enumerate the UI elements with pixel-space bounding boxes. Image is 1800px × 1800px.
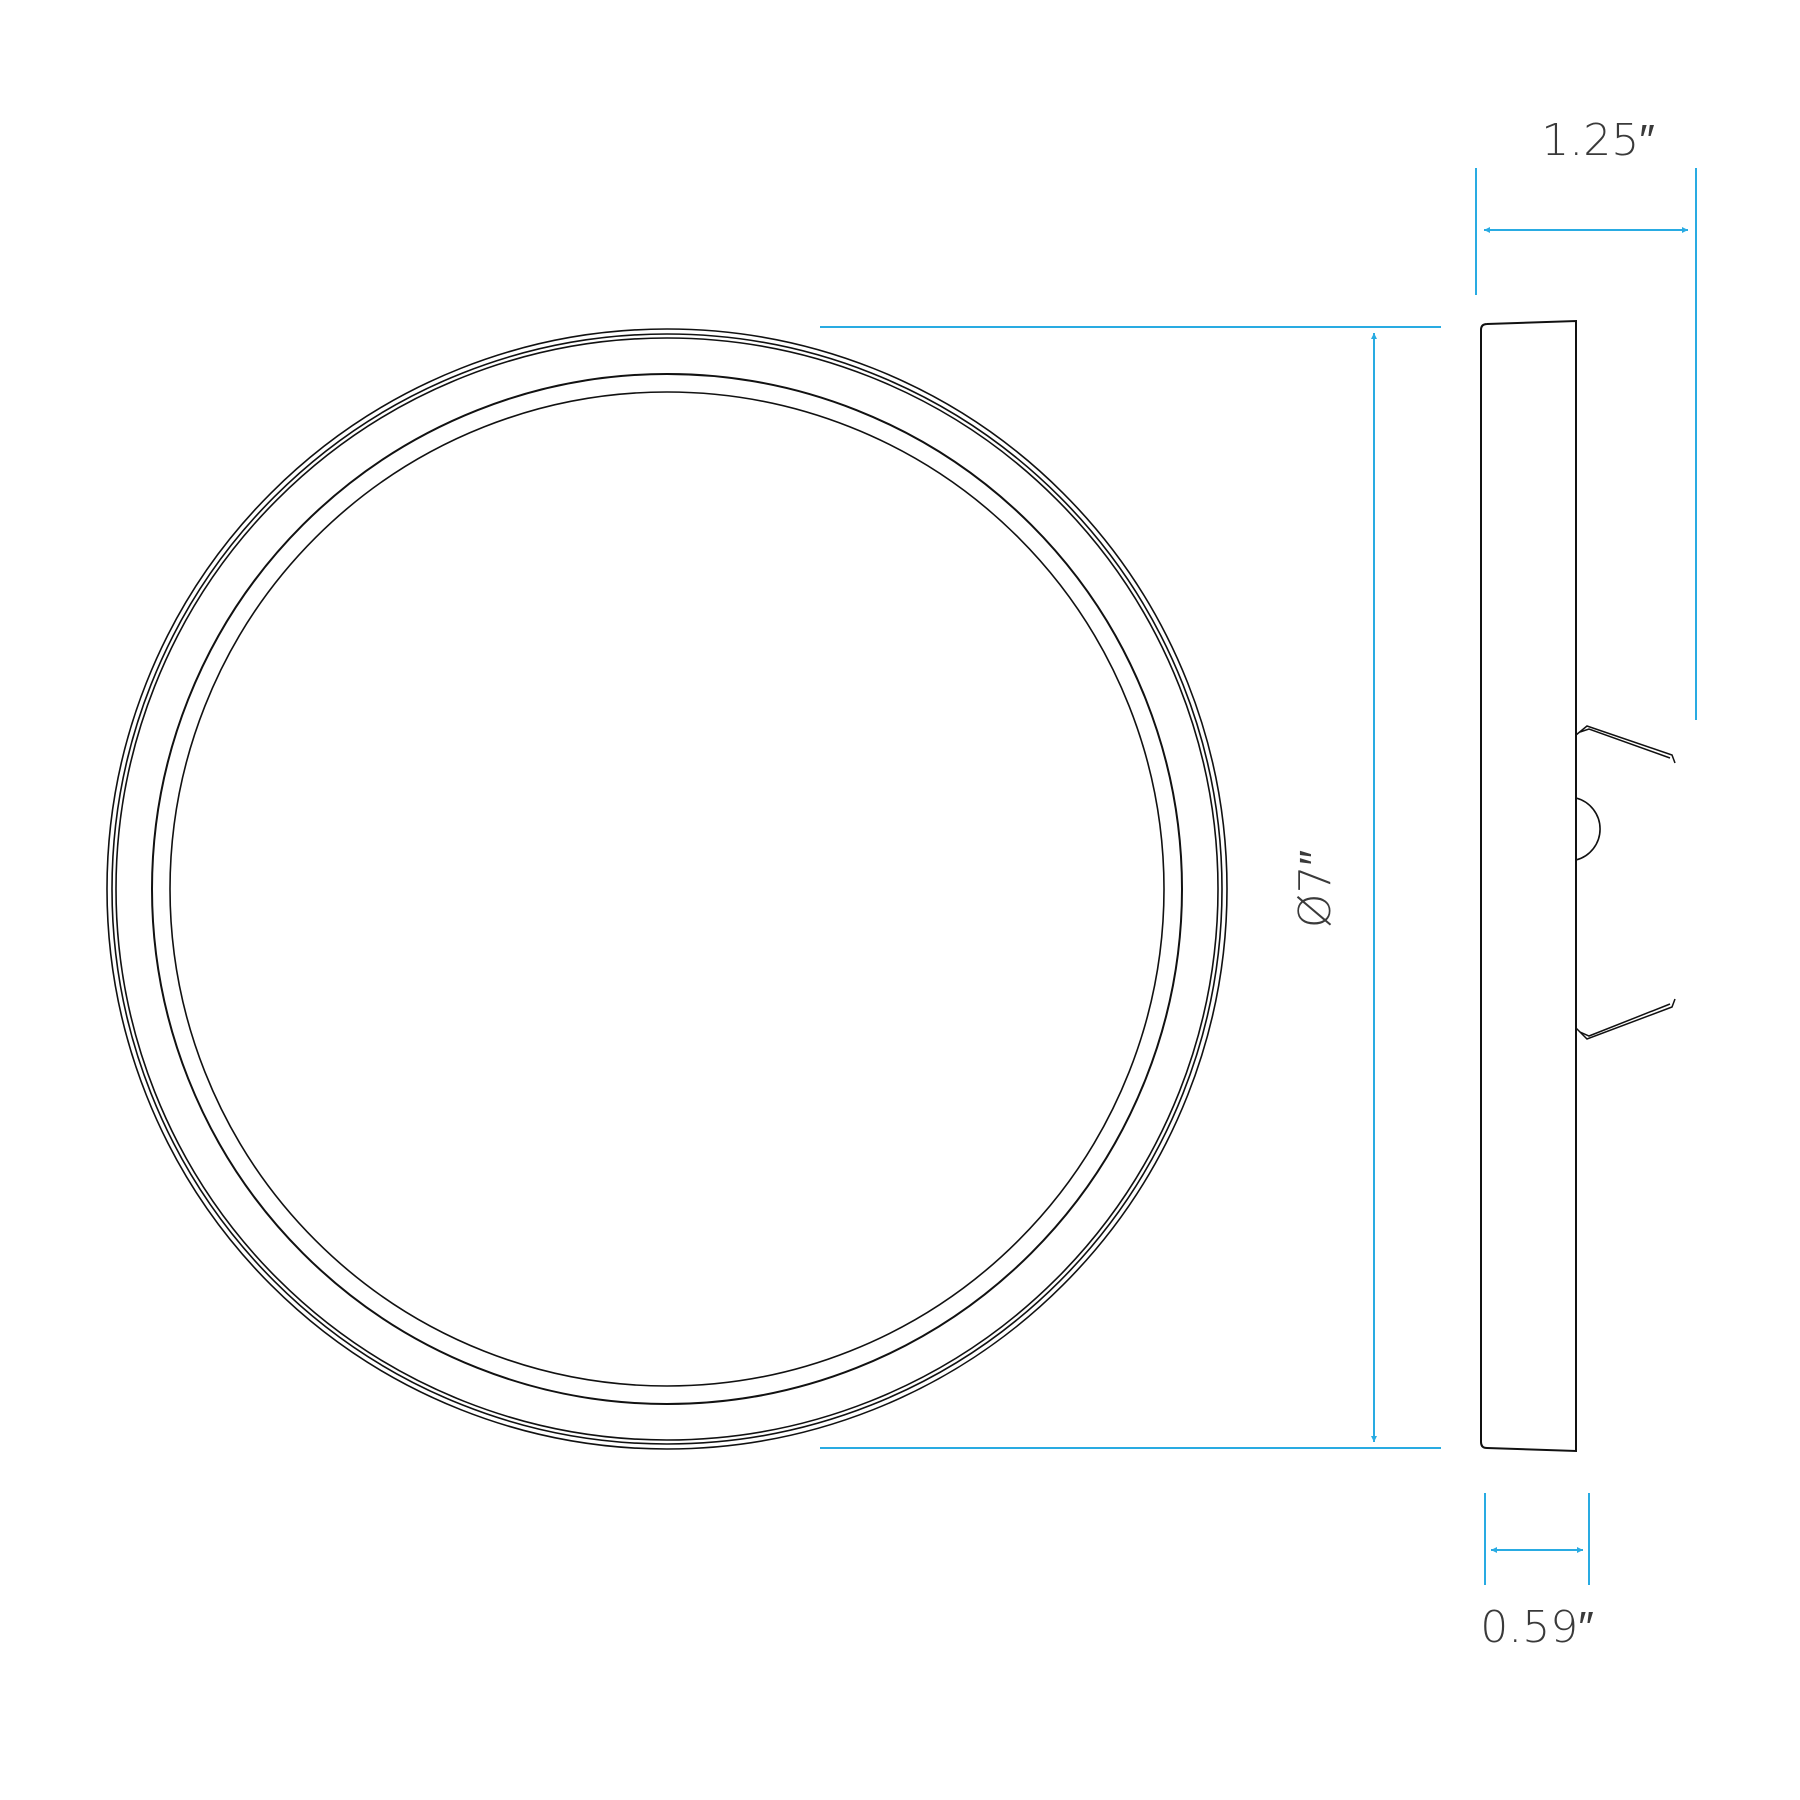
front-view	[106, 328, 1228, 1450]
thickness-label: 0.59″	[1480, 1602, 1594, 1653]
outer-rim-edge-2	[115, 337, 1219, 1441]
outer-rim-edge	[111, 333, 1223, 1445]
diameter-label: Ø7″	[1290, 850, 1341, 928]
mounting-clip-bottom	[1575, 998, 1676, 1040]
mounting-clip-top	[1575, 725, 1676, 764]
knob	[1575, 797, 1601, 861]
height-dimension	[1475, 168, 1697, 720]
inner-bezel	[151, 373, 1183, 1405]
height-label: 1.25″	[1541, 115, 1655, 166]
lens	[169, 391, 1165, 1387]
side-view	[1480, 319, 1676, 1453]
diameter-dimension	[820, 326, 1441, 1449]
outer-rim	[106, 328, 1228, 1450]
thickness-dimension	[1484, 1493, 1590, 1585]
side-profile	[1480, 319, 1577, 1453]
